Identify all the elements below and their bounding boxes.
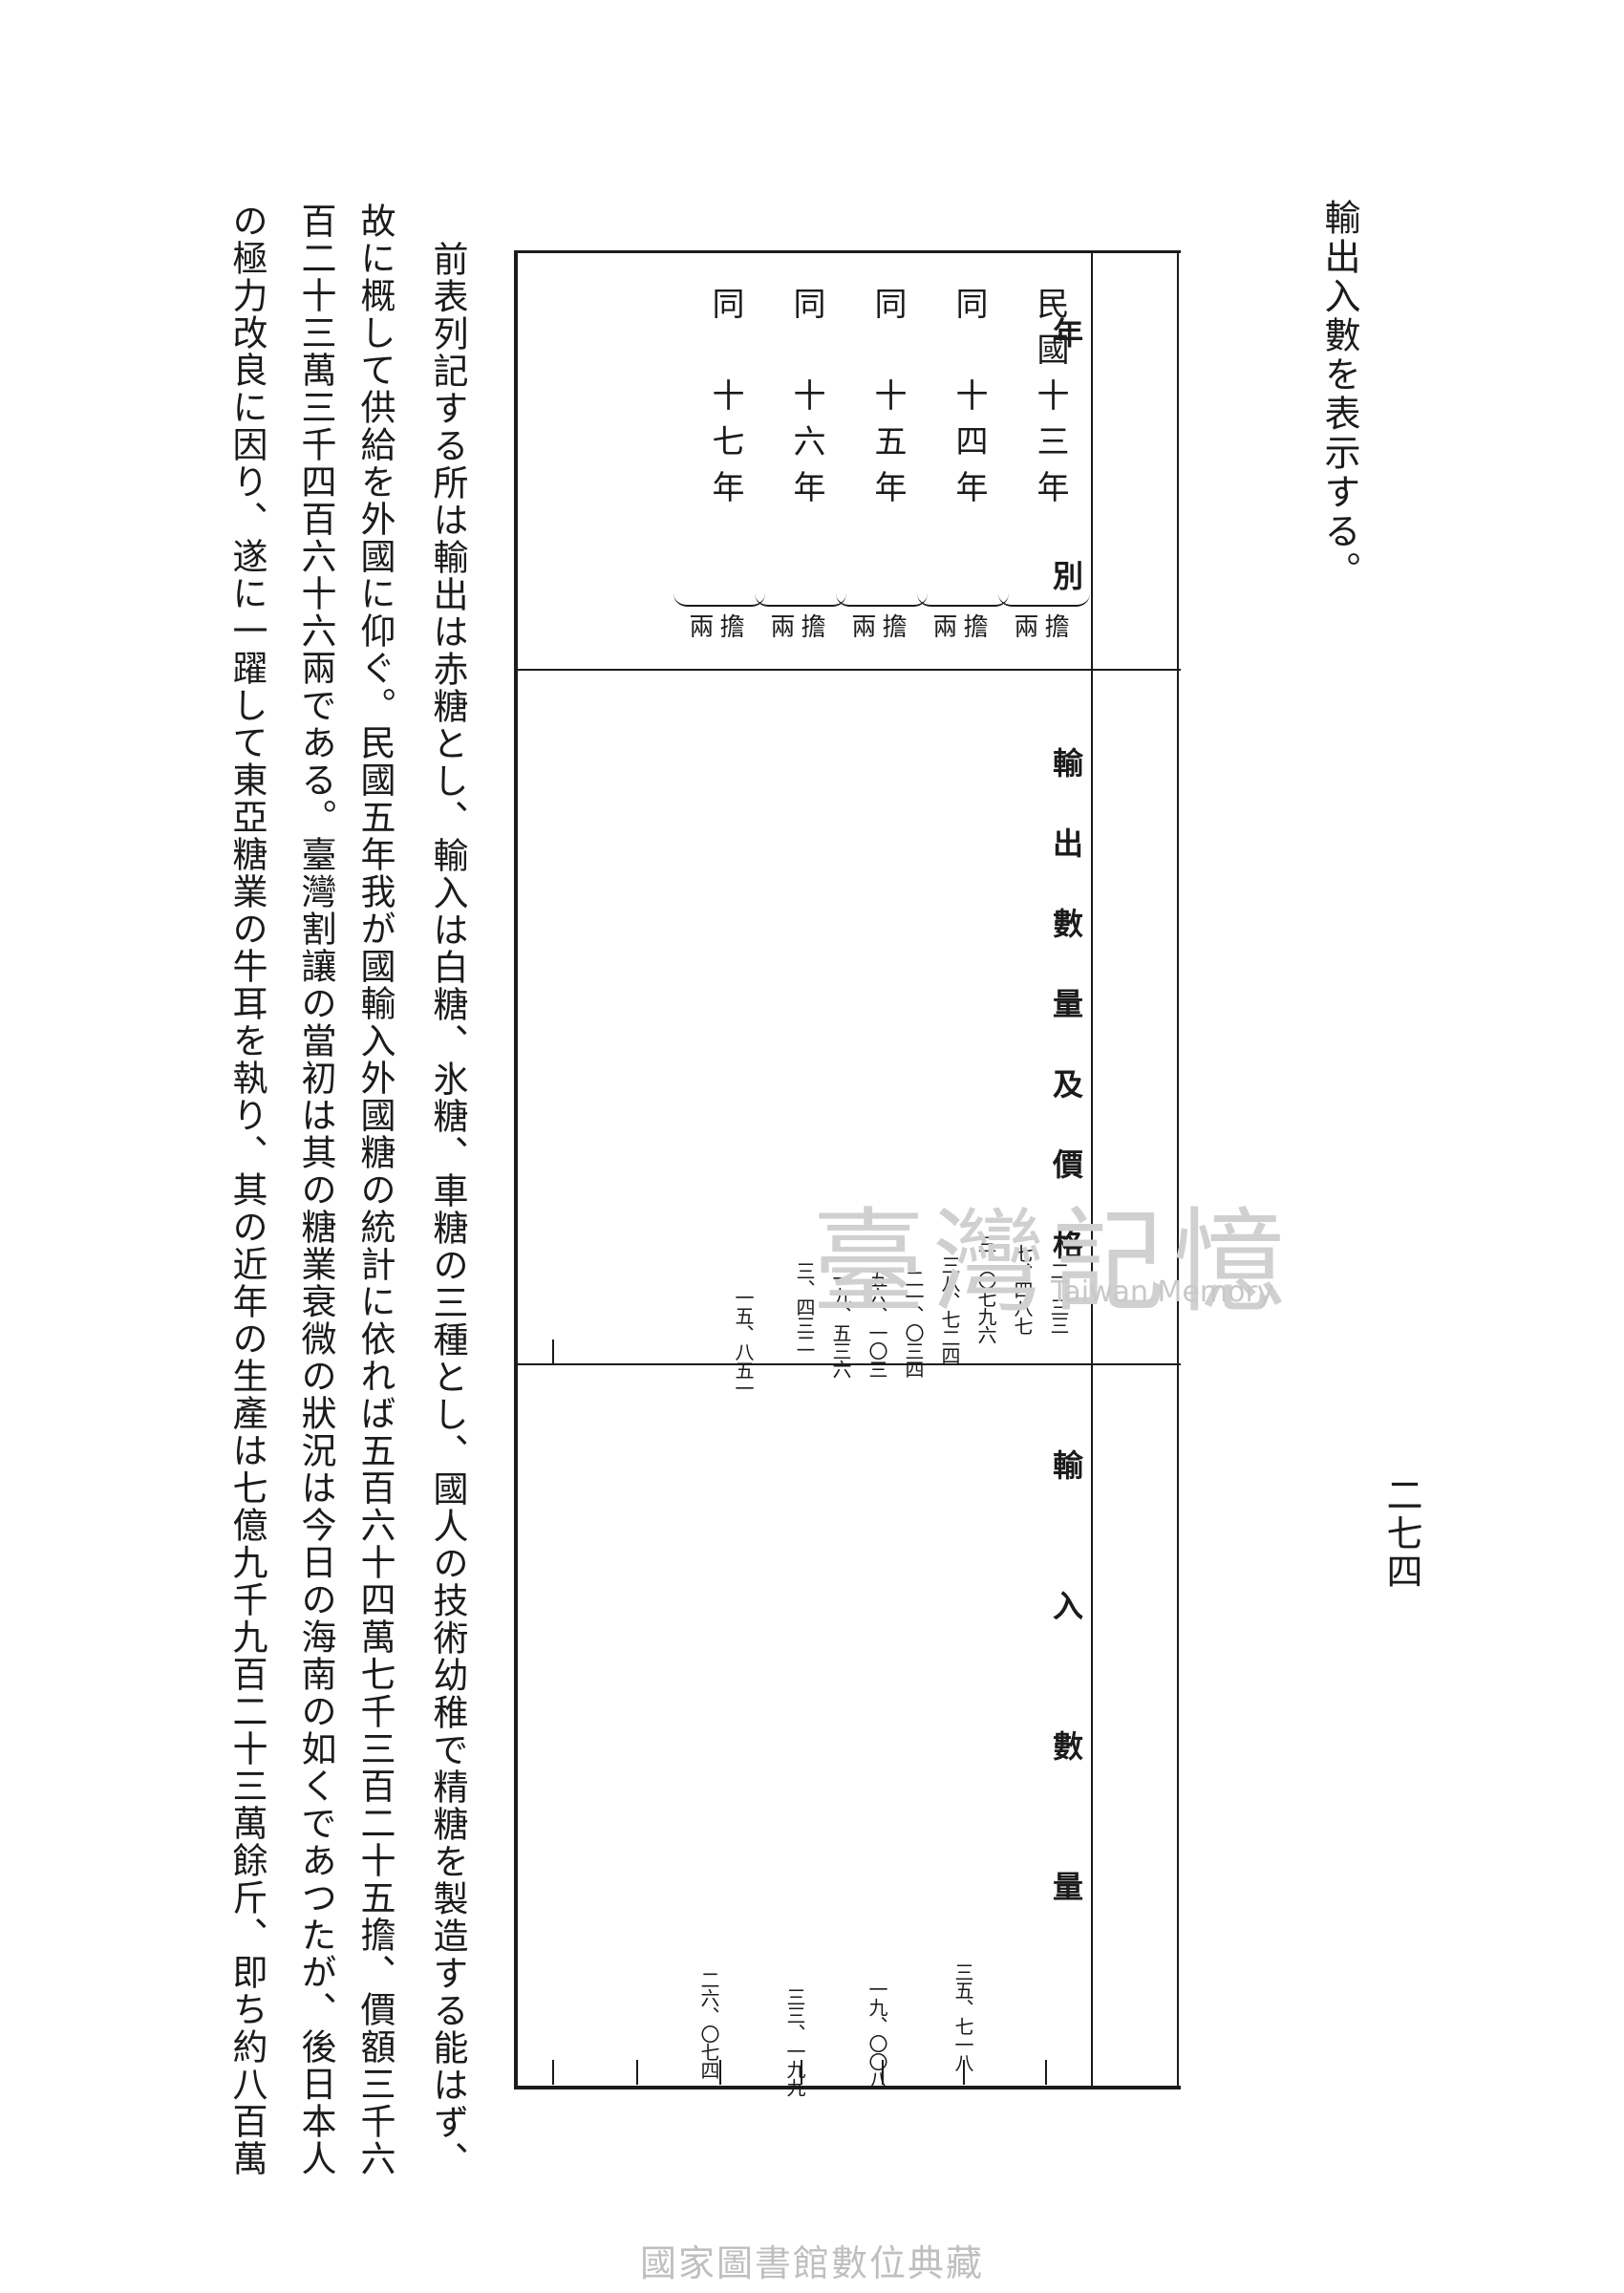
- header-import: 輸入數量: [1048, 1449, 1084, 2011]
- unit-tan-3: 擔: [878, 613, 907, 638]
- import-value: 二六、〇七四: [697, 1970, 720, 2079]
- body-line-2: 故に概して供給を外國に仰ぐ。民國五年我が國輸入外國糖の統計に依れば五百六十四萬七…: [354, 203, 395, 2177]
- brace-4: [755, 578, 846, 607]
- tick: [552, 2060, 554, 2085]
- section-divider-2: [514, 1363, 1181, 1365]
- header-divider: [1091, 250, 1093, 2089]
- row-year-1: 民國十三年: [1031, 287, 1069, 516]
- tick: [882, 2060, 884, 2085]
- table-border-left: [514, 250, 518, 2089]
- export-value: 一五、八五一: [732, 1288, 755, 1397]
- import-value: 三三、一九九: [783, 1987, 806, 2096]
- unit-tan-2: 擔: [959, 613, 988, 638]
- import-value: 三五、七一八: [951, 1962, 974, 2071]
- tick: [1045, 2060, 1047, 2085]
- header-year: 年 別: [1048, 317, 1084, 681]
- brace-5: [673, 578, 765, 607]
- body-line-4: の極力改良に因り、遂に一躍して東亞糖業の牛耳を執り、其の近年の生產は七億九千九百…: [226, 203, 267, 2177]
- table-border-top: [514, 250, 1181, 253]
- page-number: 二七四: [1380, 1476, 1422, 1591]
- unit-liang-2: 兩: [929, 613, 957, 638]
- unit-liang-5: 兩: [685, 613, 714, 638]
- body-line-3: 百二十三萬三千四百六十六兩である。臺灣割讓の當初は其の糖業衰微の狀況は今日の海南…: [295, 203, 336, 2177]
- row-year-4: 同 十六年: [787, 287, 825, 516]
- table-border-bottom: [514, 2086, 1181, 2089]
- import-value: 一九、〇〇八: [865, 1980, 888, 2089]
- tick: [719, 2060, 721, 2085]
- brace-3: [836, 578, 928, 607]
- unit-liang-4: 兩: [766, 613, 795, 638]
- export-value: 七、四八七: [1011, 1244, 1034, 1335]
- taiwan-memory-watermark: 臺灣記憶 Taiwan Memory: [812, 1170, 1309, 1328]
- table-border-right: [1177, 250, 1179, 2089]
- tick: [552, 1339, 554, 1364]
- sugar-trade-table: 年 別 輸出數量及價格 輸入數量 民國十三年 同 十四年 同 十五年 同 十六年…: [514, 250, 1181, 2096]
- unit-tan-4: 擔: [797, 613, 825, 638]
- header-export: 輸出數量及價格: [1048, 747, 1084, 1309]
- export-value: 三八、七二四: [938, 1255, 961, 1364]
- export-value: 一九、五三六: [829, 1269, 852, 1378]
- tick: [801, 2060, 802, 2085]
- intro-text: 輸出入數を表示する。: [1318, 199, 1360, 590]
- export-value: 二一、〇三四: [902, 1269, 925, 1378]
- row-year-3: 同 十五年: [868, 287, 907, 516]
- watermark-english: Taiwan Memory: [1051, 1275, 1274, 1309]
- export-value: 二、三三: [1047, 1261, 1070, 1334]
- export-value: 三、〇七九六: [974, 1234, 997, 1343]
- brace-1: [998, 578, 1090, 607]
- watermark-chinese: 臺灣記憶: [812, 1196, 1294, 1328]
- tick: [963, 2060, 965, 2085]
- unit-tan-5: 擔: [716, 613, 744, 638]
- unit-tan-1: 擔: [1040, 613, 1069, 638]
- body-line-1: 前表列記する所は輸出は赤糖とし、輸入は白糖、氷糖、車糖の三種とし、國人の技術幼稚…: [427, 241, 468, 2178]
- unit-liang-3: 兩: [847, 613, 876, 638]
- unit-liang-1: 兩: [1010, 613, 1038, 638]
- row-year-5: 同 十七年: [706, 287, 744, 516]
- tick: [636, 2060, 638, 2085]
- footer-library-credit: 國家圖書館數位典藏: [639, 2242, 984, 2284]
- section-divider-1: [514, 669, 1181, 671]
- export-value: 五六、一〇三: [865, 1269, 888, 1378]
- export-value: 三、四三二: [793, 1261, 816, 1352]
- brace-2: [917, 578, 1009, 607]
- row-year-2: 同 十四年: [950, 287, 988, 516]
